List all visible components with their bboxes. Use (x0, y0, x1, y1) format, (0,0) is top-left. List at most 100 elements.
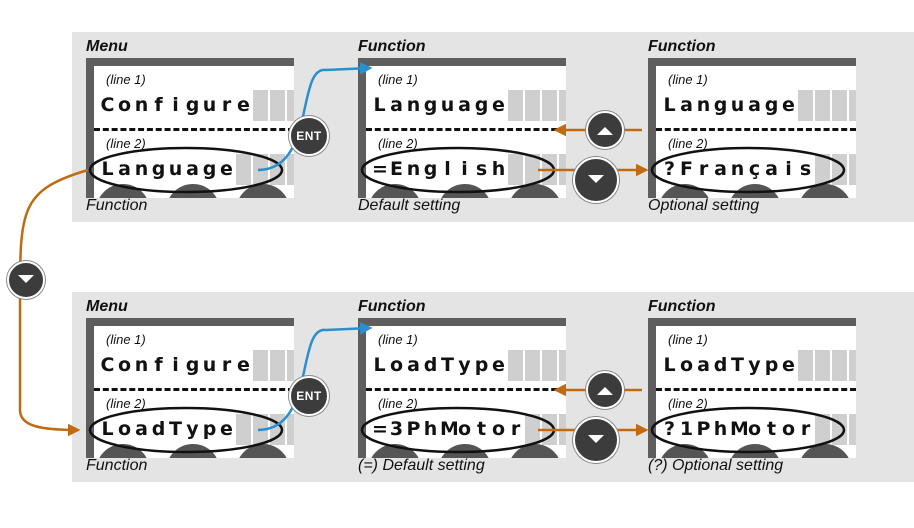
lcd-char-cell (525, 350, 540, 381)
screen-header: Function (358, 298, 426, 315)
lcd-char-cell: C (100, 350, 115, 381)
chevron-down-icon (588, 175, 604, 183)
lcd-char-cell (559, 90, 566, 121)
lcd-char-cell (287, 414, 294, 445)
lcd-char-cell (236, 414, 251, 445)
lcd-char-cell: e (236, 350, 251, 381)
lcd-char-cell (832, 350, 847, 381)
lcd-char-cell: n (406, 90, 421, 121)
lcd-char-cell: i (457, 154, 472, 185)
lcd-char-cell (849, 350, 856, 381)
lcd-char-cell: n (134, 90, 149, 121)
lcd-char-cell: u (168, 154, 183, 185)
lcd-char-cell: g (423, 154, 438, 185)
line-2-label: (line 2) (668, 136, 708, 151)
lcd-char-cell: a (117, 154, 132, 185)
lcd-char-cell: n (730, 154, 745, 185)
lcd-char-cell: e (491, 350, 506, 381)
lcd-char-cell: y (457, 350, 472, 381)
lcd-char-cell: h (423, 414, 438, 445)
lcd-char-cell (508, 350, 523, 381)
lcd-char-cell (236, 154, 251, 185)
lcd-char-cell: p (764, 350, 779, 381)
lcd-char-cell: n (134, 154, 149, 185)
lcd-char-cell: g (423, 90, 438, 121)
chevron-up-icon (597, 127, 613, 135)
screen-caption: Default setting (358, 197, 461, 214)
lcd-char-cell: a (713, 154, 728, 185)
lcd-char-cell (849, 154, 856, 185)
lcd-char-cell: P (696, 414, 711, 445)
lcd-char-cell: g (713, 90, 728, 121)
lcd-char-cell: f (151, 350, 166, 381)
lcd-char-cell: d (151, 414, 166, 445)
selection-ellipse (88, 146, 284, 194)
keypad-button (658, 444, 712, 458)
lcd-char-cell: 1 (679, 414, 694, 445)
lcd-char-cell: T (168, 414, 183, 445)
lcd-char-cell: F (679, 154, 694, 185)
line-1-label: (line 1) (668, 332, 708, 347)
lcd-char-cell: a (679, 90, 694, 121)
lcd-char-cell: M (730, 414, 749, 445)
line-1-label: (line 1) (378, 332, 418, 347)
screen-caption: (=) Default setting (358, 457, 485, 474)
lcd-char-cell (815, 154, 830, 185)
lcd-char-cell: L (100, 154, 115, 185)
lcd-char-cell: t (474, 414, 489, 445)
lcd-char-cell: s (474, 154, 489, 185)
lcd-char-cell: u (202, 350, 217, 381)
lcd-char-cell: h (491, 154, 506, 185)
lcd-char-cell: L (100, 414, 115, 445)
lcd-char-cell: d (423, 350, 438, 381)
lcd-char-cell (508, 154, 523, 185)
lcd-char-cell: u (730, 90, 745, 121)
keypad-button (368, 184, 422, 198)
line-divider (366, 388, 566, 391)
line-divider (656, 128, 856, 131)
lcd-char-cell (287, 350, 294, 381)
keypad-button (96, 444, 150, 458)
line-2-label: (line 2) (378, 396, 418, 411)
down-button[interactable] (573, 157, 619, 203)
lcd-char-cell: a (185, 154, 200, 185)
lcd-char-cell (815, 90, 830, 121)
chevron-down-icon (588, 435, 604, 443)
lcd-char-cell: a (696, 350, 711, 381)
lcd-char-cell: e (491, 90, 506, 121)
down-button[interactable] (573, 417, 619, 463)
ent-label: ENT (296, 389, 322, 403)
lcd-char-cell: a (134, 414, 149, 445)
lcd-char-cell: ? (662, 414, 677, 445)
selection-ellipse (650, 146, 846, 194)
down-button[interactable] (7, 261, 45, 299)
lcd-char-cell (253, 90, 268, 121)
screen-header: Menu (86, 38, 128, 55)
up-button[interactable] (586, 371, 624, 409)
line-2-label: (line 2) (378, 136, 418, 151)
up-button[interactable] (586, 111, 624, 149)
lcd-char-cell: ç (747, 154, 762, 185)
lcd-char-cell (815, 350, 830, 381)
lcd-char-cell: T (730, 350, 745, 381)
lcd-char-cell: = (372, 414, 388, 445)
ent-button[interactable]: ENT (289, 376, 329, 416)
selection-ellipse (650, 406, 846, 454)
lcd-char-cell: i (168, 350, 183, 381)
line-divider (656, 388, 856, 391)
lcd-char-cell: p (474, 350, 489, 381)
ent-button[interactable]: ENT (289, 116, 329, 156)
lcd-char-cell: u (202, 90, 217, 121)
lcd-char-cell: h (713, 414, 728, 445)
lcd-char-cell: o (491, 414, 506, 445)
lcd-char-cell: L (662, 90, 677, 121)
lcd-char-cell: o (117, 90, 132, 121)
